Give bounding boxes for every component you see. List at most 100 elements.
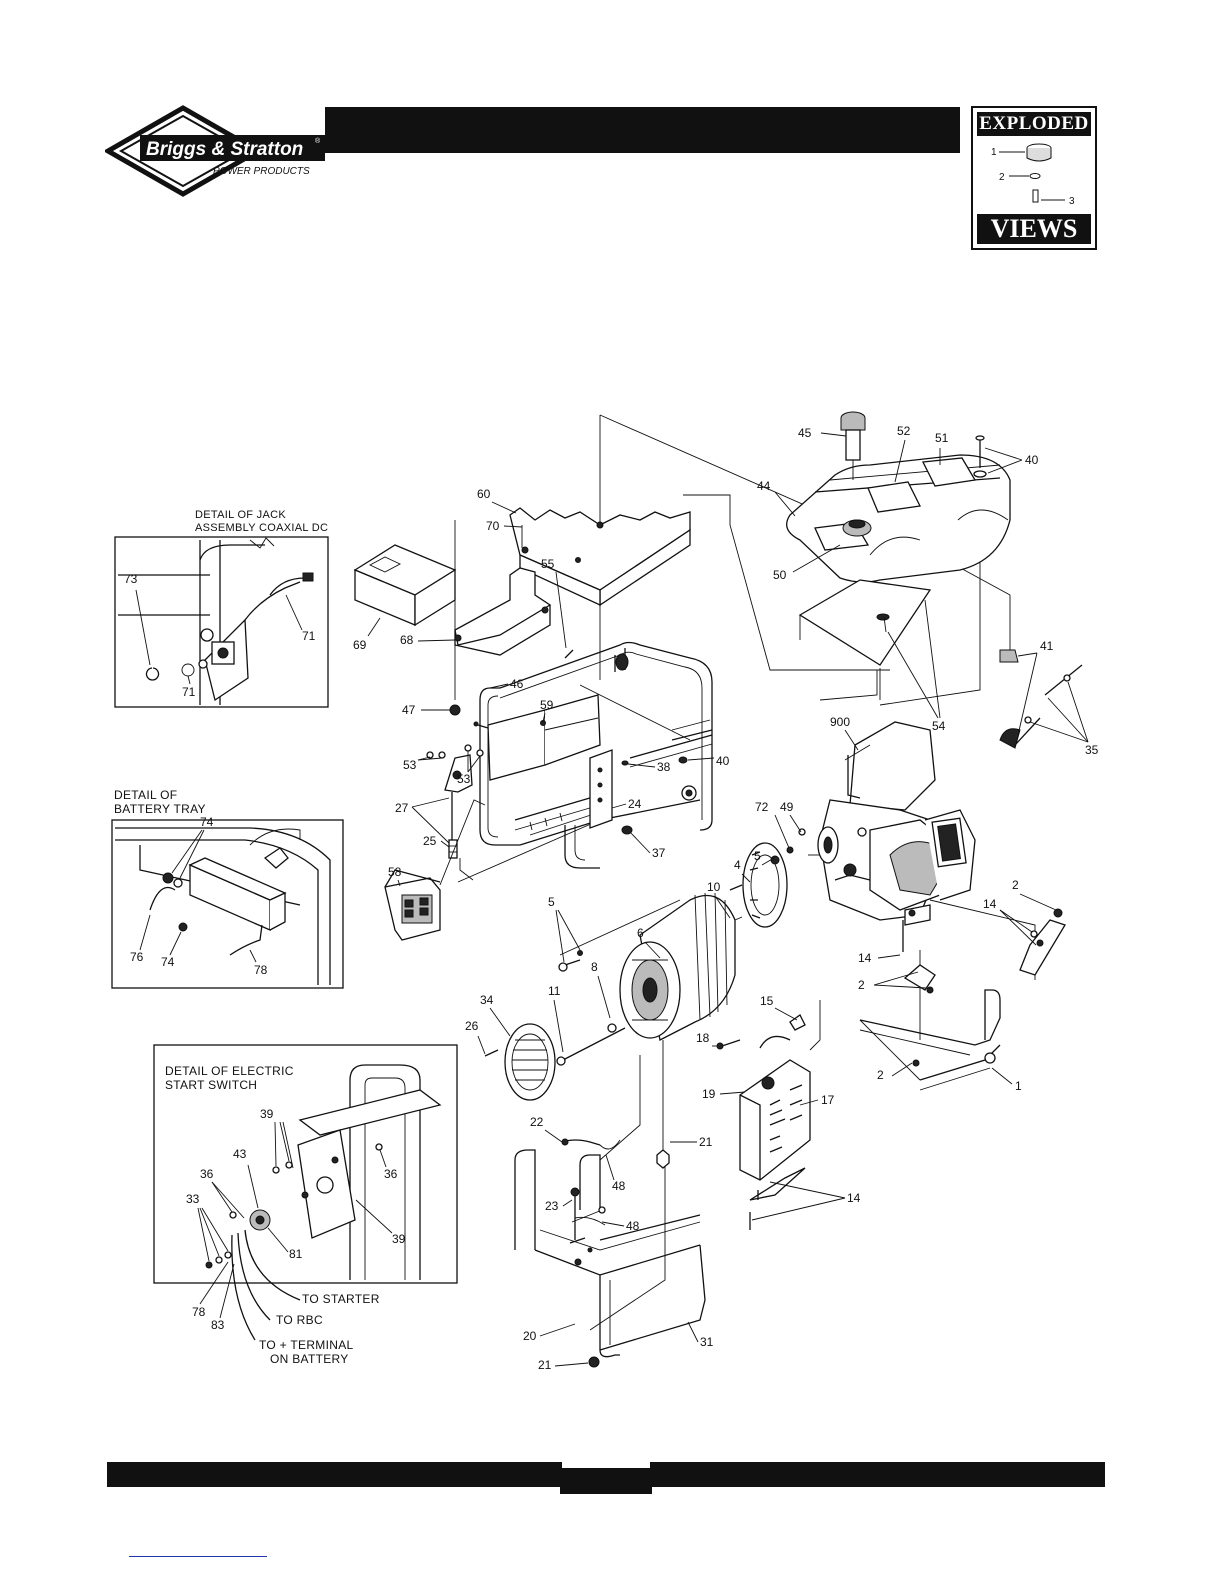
part-label-p68: 68 bbox=[400, 633, 414, 647]
brand-registered: ® bbox=[315, 137, 321, 145]
detail-electric-start-part-numbers: 39 43 36 36 33 81 39 78 83 TO STARTER TO… bbox=[186, 1107, 406, 1366]
part-label-title_line1: DETAIL OF bbox=[114, 788, 177, 802]
part-label-1: 71 bbox=[302, 629, 316, 643]
part-label-6: 39 bbox=[392, 1232, 406, 1246]
brand-subtitle: POWER PRODUCTS bbox=[213, 166, 310, 177]
part-label-7: 78 bbox=[192, 1305, 206, 1319]
part-label-p46: 46 bbox=[510, 677, 524, 691]
svg-text:1: 1 bbox=[991, 147, 997, 158]
frame bbox=[479, 641, 713, 869]
frame-brace bbox=[589, 749, 633, 835]
part-label-p6: 6 bbox=[637, 926, 644, 940]
part-label-p23: 23 bbox=[545, 1199, 559, 1213]
part-label-p14a: 14 bbox=[983, 897, 997, 911]
part-label-p25: 25 bbox=[423, 834, 437, 848]
part-label-2: 74 bbox=[161, 955, 175, 969]
part-label-p1: 1 bbox=[1015, 1079, 1022, 1093]
part-label-p48a: 48 bbox=[612, 1179, 626, 1193]
part-label-title_line2: BATTERY TRAY bbox=[114, 802, 206, 816]
panel-cover bbox=[487, 694, 601, 781]
base-cradle bbox=[859, 989, 1001, 1091]
part-label-2: 36 bbox=[384, 1167, 398, 1181]
ground-wires bbox=[561, 1138, 621, 1223]
part-label-4: 33 bbox=[186, 1192, 200, 1206]
fuel-valve bbox=[999, 649, 1083, 749]
control-panel bbox=[509, 507, 691, 607]
part-label-title_line1: DETAIL OF JACK bbox=[195, 509, 286, 521]
tank-bolts bbox=[973, 435, 987, 478]
part-label-p31: 31 bbox=[700, 1335, 714, 1349]
part-label-p2c: 2 bbox=[877, 1068, 884, 1082]
exploded-diagram: DETAIL OF JACK ASSEMBLY COAXIAL DC 73 71… bbox=[111, 411, 1099, 1372]
part-label-3: 78 bbox=[254, 963, 268, 977]
part-label-p2b: 2 bbox=[858, 978, 865, 992]
part-label-2: TO + TERMINAL bbox=[259, 1338, 354, 1352]
part-label-p40b: 40 bbox=[716, 754, 730, 768]
footer-notch bbox=[562, 1462, 650, 1470]
part-label-p54: 54 bbox=[932, 719, 946, 733]
part-label-p27: 27 bbox=[395, 801, 409, 815]
part-label-0: 74 bbox=[200, 815, 214, 829]
part-label-1: 43 bbox=[233, 1147, 247, 1161]
part-label-p72: 72 bbox=[755, 800, 769, 814]
part-label-p52: 52 bbox=[897, 424, 911, 438]
fuel-tank-pad bbox=[798, 579, 932, 700]
part-label-p69: 69 bbox=[353, 638, 367, 652]
part-label-p58: 58 bbox=[388, 865, 402, 879]
part-label-p26: 26 bbox=[465, 1019, 479, 1033]
svg-text:2: 2 bbox=[999, 172, 1005, 183]
part-label-p21b: 21 bbox=[538, 1358, 552, 1372]
stator bbox=[619, 892, 736, 1041]
handle-hardware bbox=[426, 721, 489, 886]
brand-name: Briggs & Stratton bbox=[146, 139, 303, 160]
part-label-title_line2: ASSEMBLY COAXIAL DC bbox=[195, 522, 328, 534]
part-label-p70: 70 bbox=[486, 519, 500, 533]
brand-logo: Briggs & Stratton ® POWER PRODUCTS bbox=[102, 105, 325, 197]
part-label-0: 73 bbox=[124, 572, 138, 586]
detail-jack-assembly: DETAIL OF JACK ASSEMBLY COAXIAL DC bbox=[114, 509, 329, 708]
part-label-p35: 35 bbox=[1085, 743, 1099, 757]
part-label-1: TO RBC bbox=[276, 1313, 323, 1327]
part-label-title_line1: DETAIL OF ELECTRIC bbox=[165, 1064, 294, 1078]
svg-text:3: 3 bbox=[1069, 196, 1075, 207]
muffler bbox=[716, 1014, 811, 1230]
part-label-p19: 19 bbox=[702, 1087, 716, 1101]
part-label-p41: 41 bbox=[1040, 639, 1054, 653]
part-label-0: TO STARTER bbox=[302, 1292, 380, 1306]
fuel-tank bbox=[786, 454, 1011, 583]
part-label-3: 36 bbox=[200, 1167, 214, 1181]
part-label-3: ON BATTERY bbox=[270, 1352, 349, 1366]
part-label-p4: 4 bbox=[734, 858, 741, 872]
part-label-p59: 59 bbox=[540, 698, 554, 712]
base-frame bbox=[514, 1149, 706, 1368]
part-label-p37: 37 bbox=[652, 846, 666, 860]
part-label-p51: 51 bbox=[935, 431, 949, 445]
part-label-p45: 45 bbox=[798, 426, 812, 440]
engine-brackets bbox=[902, 908, 1066, 1067]
part-label-p34: 34 bbox=[480, 993, 494, 1007]
part-label-0: 39 bbox=[260, 1107, 274, 1121]
part-label-p53b: 53 bbox=[457, 772, 471, 786]
part-label-p5b: 5 bbox=[754, 849, 761, 863]
badge-bottom-word: VIEWS bbox=[977, 214, 1091, 244]
footer-page-tab bbox=[560, 1468, 652, 1494]
battery-tray bbox=[449, 567, 574, 716]
through-bolt bbox=[556, 916, 743, 1066]
part-label-p53a: 53 bbox=[403, 758, 417, 772]
part-label-p8: 8 bbox=[591, 960, 598, 974]
part-label-p38: 38 bbox=[657, 760, 671, 774]
part-label-p44: 44 bbox=[757, 479, 771, 493]
part-label-p14b: 14 bbox=[858, 951, 872, 965]
detail-electric-start: DETAIL OF ELECTRIC START SWITCH bbox=[153, 1044, 458, 1341]
badge-top-word: EXPLODED bbox=[977, 112, 1091, 136]
part-label-p14c: 14 bbox=[847, 1191, 861, 1205]
part-label-title_line2: START SWITCH bbox=[165, 1078, 257, 1092]
part-label-8: 83 bbox=[211, 1318, 225, 1332]
part-label-p15: 15 bbox=[760, 994, 774, 1008]
part-label-p900: 900 bbox=[830, 715, 850, 729]
footer-link-underline[interactable] bbox=[129, 1556, 267, 1557]
detail-jack-part-numbers: 73 71 71 bbox=[124, 572, 316, 699]
part-label-p50: 50 bbox=[773, 568, 787, 582]
part-label-p18: 18 bbox=[696, 1031, 710, 1045]
detail-battery-tray-part-numbers: 74 76 74 78 bbox=[130, 815, 268, 977]
